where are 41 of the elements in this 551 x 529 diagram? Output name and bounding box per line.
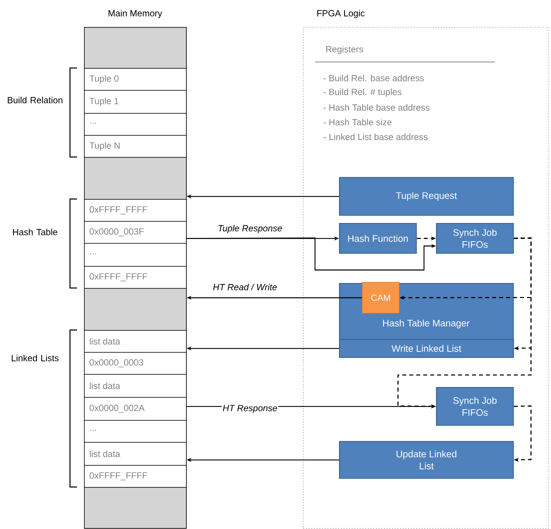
reserved-block <box>84 487 187 529</box>
module-box: Synch Job FIFOs <box>436 223 514 254</box>
edge-label: HT Response <box>222 404 278 414</box>
reserved-block <box>84 157 187 200</box>
registers-heading: Registers <box>326 46 364 54</box>
memory-cell: 0x0000_003F <box>84 221 187 244</box>
reserved-block <box>84 288 187 331</box>
memory-cell: 0x0000_002A <box>84 397 187 421</box>
memory-cell: 0x0000_0003 <box>84 352 187 375</box>
group-label: Linked Lists <box>12 354 59 362</box>
register-item: - Hash Table size <box>324 118 392 126</box>
node-label: FPGA Logic <box>317 10 365 18</box>
memory-cell: Tuple 0 <box>84 68 187 91</box>
memory-cell: Tuple N <box>84 135 187 158</box>
memory-cell: list data <box>84 374 187 398</box>
edge-label: Tuple Response <box>216 224 284 234</box>
module-band: Write Linked List <box>339 339 514 358</box>
memory-cell: list data <box>84 442 187 466</box>
arrow <box>514 405 532 462</box>
memory-cell: Tuple 1 <box>84 90 187 114</box>
register-item: - Build Rel. base address <box>324 74 424 82</box>
edge-label: HT Read / Write <box>212 282 278 292</box>
memory-cell: ... <box>84 243 187 267</box>
memory-cell: list data <box>84 330 187 353</box>
memory-cell: ... <box>84 113 187 136</box>
memory-cell: 0xFFFF_FFFF <box>84 465 187 488</box>
memory-cell: 0xFFFF_FFFF <box>84 199 187 222</box>
cam-box: CAM <box>362 282 400 314</box>
register-item: - Build Rel. # tuples <box>324 88 402 97</box>
node-label: Main Memory <box>108 10 162 18</box>
reserved-block <box>84 27 187 69</box>
register-item: - Hash Table base address <box>324 104 430 111</box>
module-box: Update Linked List <box>339 441 514 479</box>
module-box: Hash Function <box>339 223 417 254</box>
module-box: Tuple Request <box>339 177 514 216</box>
group-label: Build Relation <box>8 96 62 104</box>
register-item: - Linked List base address <box>324 134 428 140</box>
memory-cell: 0xFFFF_FFFF <box>84 266 187 289</box>
module-box: Synch Job FIFOs <box>436 387 514 426</box>
group-label: Hash Table <box>13 228 58 236</box>
memory-cell: ... <box>84 420 187 443</box>
